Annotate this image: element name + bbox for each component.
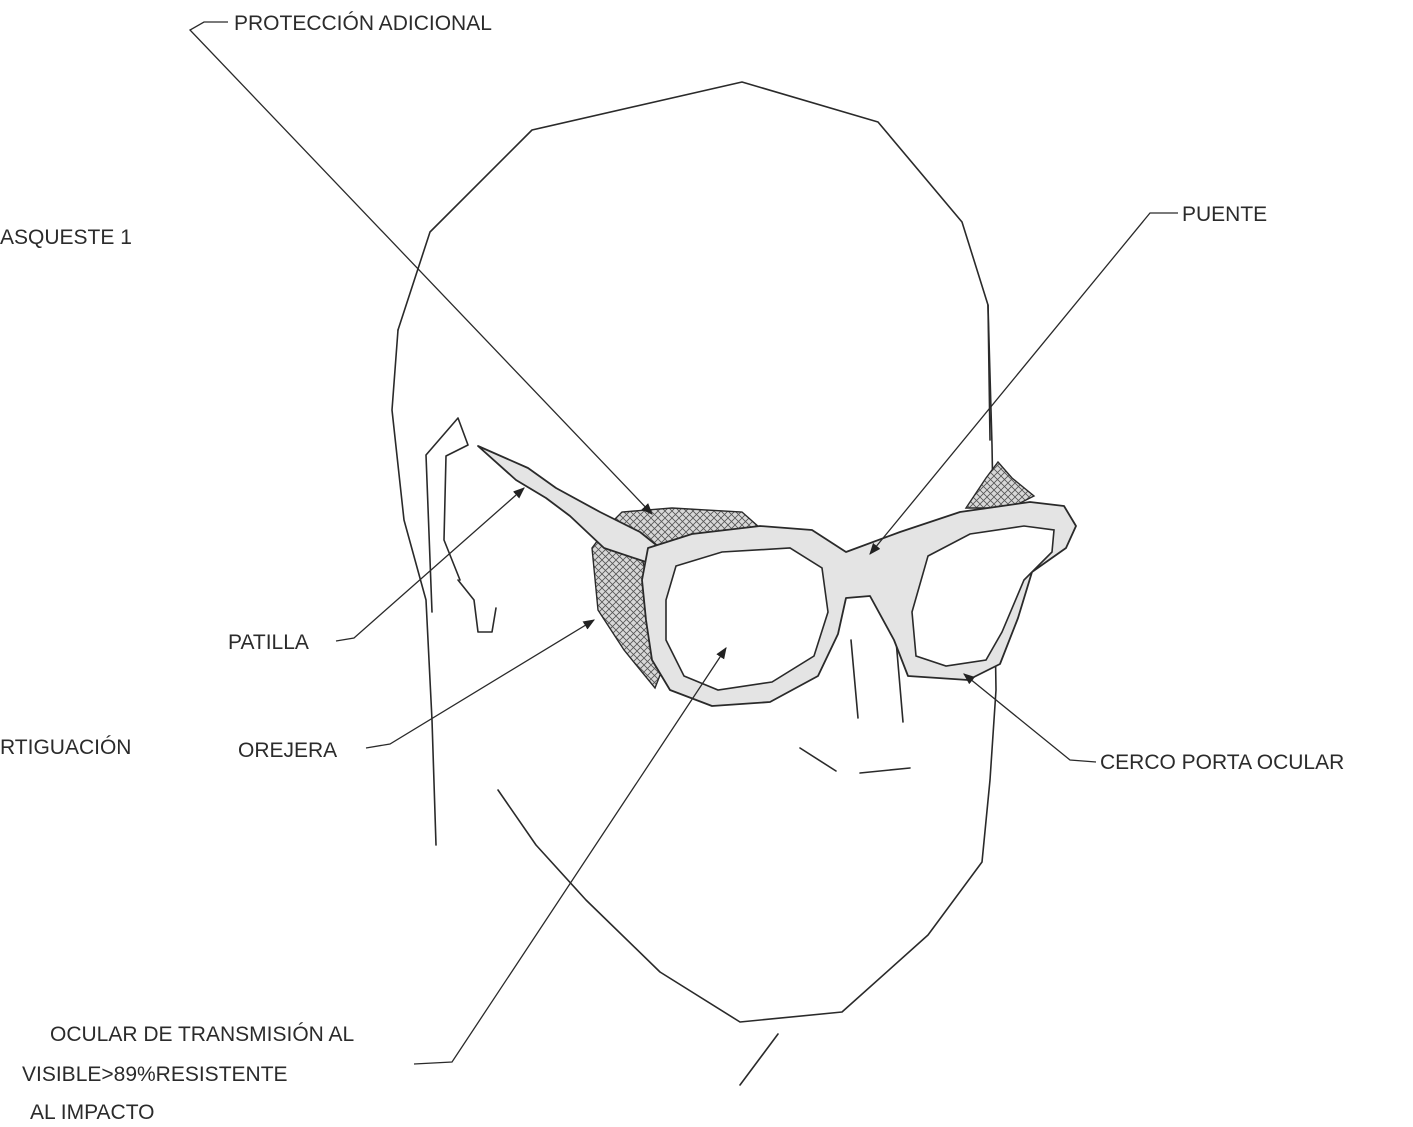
label-patilla: PATILLA — [228, 631, 309, 654]
face-left-side — [392, 330, 436, 845]
label-orejera: OREJERA — [238, 739, 337, 762]
label-ocular-line-3: AL IMPACTO — [30, 1101, 154, 1124]
leader-cerco-porta-ocular — [964, 674, 1096, 762]
label-puente: PUENTE — [1182, 203, 1267, 226]
label-ocular-line-1: OCULAR DE TRANSMISIÓN AL — [50, 1023, 354, 1046]
mouth-line-2 — [860, 768, 910, 773]
label-proteccion-adicional: PROTECCIÓN ADICIONAL — [234, 12, 492, 35]
label-ocular-line-2: VISIBLE>89%RESISTENTE — [22, 1063, 288, 1086]
ear-outline — [426, 418, 468, 612]
label-casquete: ASQUESTE 1 — [0, 226, 132, 249]
neck-line — [740, 1034, 778, 1085]
side-shield-right — [966, 462, 1034, 508]
label-amortiguacion: RTIGUACIÓN — [0, 736, 131, 759]
mouth-line-1 — [800, 748, 836, 771]
leader-orejera — [366, 620, 594, 748]
nose-left — [851, 640, 858, 718]
leader-proteccion-adicional — [190, 22, 652, 514]
leader-ocular — [414, 648, 726, 1064]
ear-inner — [458, 580, 496, 632]
face-right-side — [988, 305, 990, 440]
label-cerco-porta-ocular: CERCO PORTA OCULAR — [1100, 751, 1344, 774]
